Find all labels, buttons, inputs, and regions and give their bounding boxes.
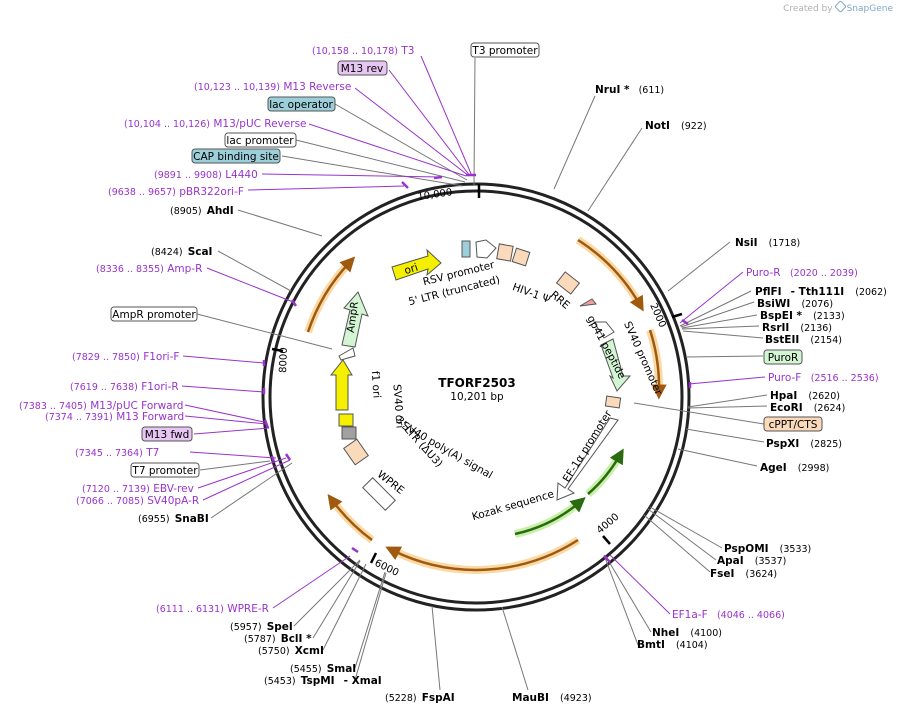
site-ahdi[interactable]: (8905) AhdI bbox=[170, 199, 234, 218]
lac-promoter-label: lac promoter bbox=[226, 135, 294, 147]
site-ecori[interactable]: EcoRI (2624) bbox=[770, 396, 845, 415]
site-noti[interactable]: NotI (922) bbox=[645, 114, 707, 133]
tick-label-8000: 8000 bbox=[278, 347, 290, 373]
primer-sv40pa-r[interactable]: (7066 .. 7085) SV40pA-R bbox=[76, 495, 199, 507]
t3-promoter-box[interactable] bbox=[470, 42, 540, 58]
site-nsii[interactable]: NsiI (1718) bbox=[735, 231, 800, 250]
primer-m13-puc-forward[interactable]: (7383 .. 7405) M13/pUC Forward bbox=[19, 400, 183, 412]
feature-sv40-polya: SV40 poly(A) signal bbox=[400, 420, 495, 482]
backbone-inner-ring bbox=[268, 189, 684, 605]
feature-f1-ori: f1 ori bbox=[369, 370, 383, 398]
site-bmti[interactable]: BmtI (4104) bbox=[637, 633, 708, 652]
lac-operator-label: lac operator bbox=[269, 99, 333, 111]
primer-puro-r[interactable]: Puro-R (2020 .. 2039) bbox=[746, 267, 858, 279]
tick-label-6000: 6000 bbox=[373, 558, 401, 579]
puror-label: PuroR bbox=[768, 352, 799, 364]
t7-promoter-label: T7 promoter bbox=[131, 465, 198, 477]
m13-fwd-label: M13 fwd bbox=[145, 429, 190, 441]
m13-rev-box[interactable] bbox=[337, 60, 388, 76]
primer-m13-reverse[interactable]: (10,123 .. 10,139) M13 Reverse bbox=[194, 81, 351, 93]
backbone-outer-ring bbox=[261, 182, 691, 612]
primer-f1ori-r[interactable]: (7619 .. 7638) F1ori-R bbox=[70, 381, 179, 393]
site-rsrii[interactable]: RsrII (2136) bbox=[762, 316, 832, 335]
site-snabi[interactable]: (6955) SnaBI bbox=[138, 507, 209, 526]
tick-label-10000: 10,000 bbox=[417, 187, 453, 203]
m13-fwd-box[interactable] bbox=[141, 426, 193, 442]
primer-m13-forward[interactable]: (7374 .. 7391) M13 Forward bbox=[45, 411, 184, 423]
feature-hiv-psi: HIV-1 Ψ bbox=[511, 281, 552, 306]
site-fsei[interactable]: FseI (3624) bbox=[710, 562, 777, 581]
inner-features bbox=[329, 239, 632, 511]
site-pspomi[interactable]: PspOMI (3533) bbox=[724, 537, 811, 556]
tick-marks bbox=[271, 184, 683, 564]
credit-brand: SnapGene bbox=[846, 4, 893, 14]
snapgene-credit: Created by SnapGene bbox=[783, 0, 893, 14]
site-apai[interactable]: ApaI (3537) bbox=[717, 549, 786, 568]
primer-wpre-r[interactable]: (6111 .. 6131) WPRE-R bbox=[156, 603, 269, 615]
site-pflfi-tth111i[interactable]: PflFI - Tth111I (2062) bbox=[755, 280, 887, 299]
site-pspxi[interactable]: PspXI (2825) bbox=[766, 432, 842, 451]
site-bspei[interactable]: BspEI * (2133) bbox=[760, 304, 845, 323]
ampr-promoter-box[interactable] bbox=[110, 306, 198, 322]
sites-right: NruI * (611) NotI (922) NsiI (1718) PflF… bbox=[512, 78, 887, 705]
primer-t3[interactable]: (10,158 .. 10,178) T3 bbox=[312, 45, 414, 57]
site-bcli[interactable]: (5787) BclI * bbox=[244, 627, 312, 646]
t3-promoter-label: T3 promoter bbox=[471, 45, 538, 57]
cap-binding-site-label: CAP binding site bbox=[193, 151, 279, 163]
tick-label-4000: 4000 bbox=[595, 512, 622, 537]
leader-lines bbox=[181, 55, 768, 691]
site-scai[interactable]: (8424) ScaI bbox=[151, 240, 212, 259]
cap-binding-site-box[interactable] bbox=[191, 148, 281, 164]
site-bsteii[interactable]: BstEII (2154) bbox=[765, 328, 842, 347]
snapgene-logo-icon bbox=[833, 0, 847, 13]
site-nhei[interactable]: NheI (4100) bbox=[652, 621, 722, 640]
credit-prefix: Created by bbox=[783, 4, 833, 14]
site-agei[interactable]: AgeI (2998) bbox=[760, 456, 829, 475]
site-smai[interactable]: (5455) SmaI bbox=[290, 657, 356, 676]
site-fspai[interactable]: (5228) FspAI bbox=[385, 686, 455, 705]
lac-operator-box[interactable] bbox=[267, 96, 336, 112]
puror-box[interactable] bbox=[763, 349, 803, 365]
boxed-labels: T3 promoter M13 rev lac operator lac pro… bbox=[110, 42, 823, 478]
primer-amp-r[interactable]: (8336 .. 8355) Amp-R bbox=[96, 263, 202, 275]
primer-labels: (10,158 .. 10,178) T3 (10,123 .. 10,139)… bbox=[19, 45, 879, 621]
plasmid-name: TFORF2503 bbox=[438, 376, 515, 390]
ef1a-arcs bbox=[514, 448, 624, 538]
m13-rev-label: M13 rev bbox=[341, 63, 384, 75]
primer-puro-f[interactable]: Puro-F (2516 .. 2536) bbox=[768, 372, 879, 384]
cppt-cts-label: cPPT/CTS bbox=[769, 419, 818, 431]
site-spei[interactable]: (5957) SpeI bbox=[230, 615, 293, 634]
site-hpai[interactable]: HpaI (2620) bbox=[770, 384, 840, 403]
site-tspmi-xmai[interactable]: (5453) TspMI - XmaI bbox=[264, 669, 382, 688]
primer-t7[interactable]: (7345 .. 7364) T7 bbox=[75, 447, 159, 459]
cppt-cts-box[interactable] bbox=[763, 416, 823, 432]
primer-ef1a-f[interactable]: EF1a-F (4046 .. 4066) bbox=[672, 609, 785, 621]
feature-ampr: AmpR bbox=[345, 301, 361, 334]
plasmid-size: 10,201 bp bbox=[450, 391, 504, 403]
feature-ori: ori bbox=[403, 261, 420, 277]
site-nrui[interactable]: NruI * (611) bbox=[595, 78, 664, 97]
primer-l4440[interactable]: (9891 .. 9908) L4440 bbox=[154, 169, 258, 181]
primer-ebv-rev[interactable]: (7120 .. 7139) EBV-rev bbox=[82, 483, 194, 495]
primer-m13-puc-reverse[interactable]: (10,104 .. 10,126) M13/pUC Reverse bbox=[124, 118, 307, 130]
sites-left: (8905) AhdI (8424) ScaI (6955) SnaBI (59… bbox=[138, 199, 455, 705]
site-xcmi[interactable]: (5750) XcmI bbox=[258, 639, 324, 658]
ampr-promoter-label: AmpR promoter bbox=[112, 309, 196, 321]
primer-pbr322ori-f[interactable]: (9638 .. 9657) pBR322ori-F bbox=[108, 186, 244, 198]
site-maubi[interactable]: MauBI (4923) bbox=[512, 686, 592, 705]
orf-arcs bbox=[304, 236, 667, 574]
feature-kozak-sequence: Kozak sequence bbox=[471, 488, 556, 523]
primer-marks bbox=[262, 173, 692, 563]
t7-promoter-box[interactable] bbox=[130, 462, 200, 478]
site-bsiwi[interactable]: BsiWI (2076) bbox=[757, 292, 833, 311]
feature-sv40-ori: SV40 ori bbox=[391, 384, 406, 429]
primer-f1ori-f[interactable]: (7829 .. 7850) F1ori-F bbox=[72, 351, 179, 363]
lac-promoter-box[interactable] bbox=[224, 132, 297, 148]
